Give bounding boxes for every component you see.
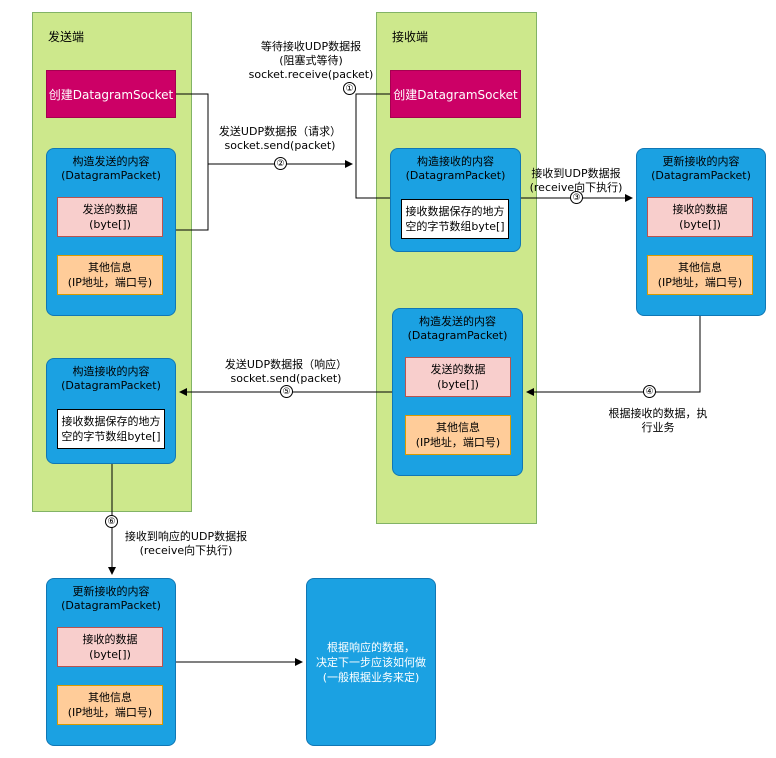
receiver-create-socket-box: 创建DatagramSocket <box>390 70 521 118</box>
step3-number: ③ <box>570 191 583 204</box>
packet-title: 构造发送的内容 (DatagramPacket) <box>61 155 161 182</box>
sender-updated-packet: 更新接收的内容 (DatagramPacket) 接收的数据 (byte[]) … <box>46 578 176 746</box>
addr-info-box: 其他信息 (IP地址，端口号) <box>57 685 163 725</box>
step6-label: 接收到响应的UDP数据报 (receive向下执行) <box>124 530 248 557</box>
receiver-recv-packet: 构造接收的内容 (DatagramPacket) 接收数据保存的地方 空的字节数… <box>390 148 521 252</box>
step4-arrow <box>526 316 701 396</box>
step1-number: ① <box>343 82 356 95</box>
step3-label: 接收到UDP数据报 (receive向下执行) <box>529 167 623 194</box>
sender-create-socket-box: 创建DatagramSocket <box>46 70 176 118</box>
packet-title: 构造接收的内容 (DatagramPacket) <box>405 155 506 182</box>
packet-title: 构造接收的内容 (DatagramPacket) <box>61 365 161 392</box>
sender-recv-packet: 构造接收的内容 (DatagramPacket) 接收数据保存的地方 空的字节数… <box>46 358 176 464</box>
packet-title: 构造发送的内容 (DatagramPacket) <box>407 315 508 342</box>
buffer-box: 接收数据保存的地方 空的字节数组byte[] <box>401 199 509 239</box>
receiver-updated-packet: 更新接收的内容 (DatagramPacket) 接收的数据 (byte[]) … <box>636 148 766 316</box>
receiver-send-packet: 构造发送的内容 (DatagramPacket) 发送的数据 (byte[]) … <box>392 308 523 476</box>
step1-label: 等待接收UDP数据报 (阻塞式等待) socket.receive(packet… <box>248 40 374 81</box>
step2-connector <box>176 93 209 231</box>
step6-number: ⑥ <box>105 515 118 528</box>
step4-label: 根据接收的数据，执 行业务 <box>608 407 708 434</box>
send-data-box: 发送的数据 (byte[]) <box>405 357 511 397</box>
packet-title: 更新接收的内容 (DatagramPacket) <box>651 155 751 182</box>
step2-label: 发送UDP数据报（请求） socket.send(packet) <box>218 125 342 152</box>
step1-connector <box>355 93 390 199</box>
recv-data-box: 接收的数据 (byte[]) <box>57 627 163 667</box>
step5-label: 发送UDP数据报（响应） socket.send(packet) <box>224 358 348 385</box>
receiver-lane-title: 接收端 <box>392 30 429 44</box>
step5-number: ⑤ <box>280 385 293 398</box>
buffer-box: 接收数据保存的地方 空的字节数组byte[] <box>57 409 165 449</box>
send-data-box: 发送的数据 (byte[]) <box>57 197 163 237</box>
addr-info-box: 其他信息 (IP地址，端口号) <box>647 255 753 295</box>
packet-title: 更新接收的内容 (DatagramPacket) <box>61 585 161 612</box>
sender-send-packet: 构造发送的内容 (DatagramPacket) 发送的数据 (byte[]) … <box>46 148 176 316</box>
recv-data-box: 接收的数据 (byte[]) <box>647 197 753 237</box>
addr-info-box: 其他信息 (IP地址，端口号) <box>57 255 163 295</box>
step4-number: ④ <box>643 385 656 398</box>
step2-number: ② <box>274 157 287 170</box>
sender-lane-title: 发送端 <box>48 30 85 44</box>
addr-info-box: 其他信息 (IP地址，端口号) <box>405 415 511 455</box>
final-decision-box: 根据响应的数据， 决定下一步应该如何做 (一般根据业务来定) <box>306 578 436 746</box>
